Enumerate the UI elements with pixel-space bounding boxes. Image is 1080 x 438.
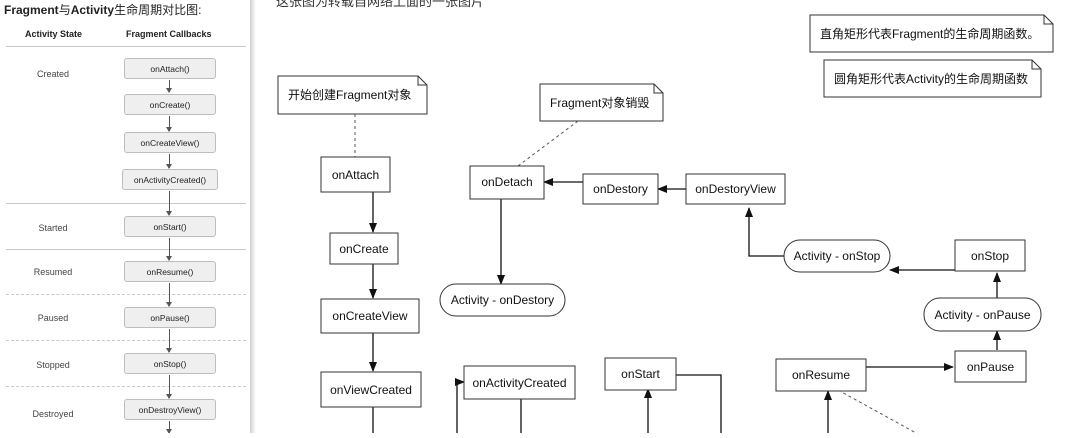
svg-text:onStart: onStart — [621, 367, 660, 381]
note-rect-legend-text: 直角矩形代表Fragment的生命周期函数。 — [820, 26, 1039, 41]
header-divider — [6, 46, 246, 47]
state-stopped: Stopped — [36, 360, 70, 370]
note-create-fragment: 开始创建Fragment对象 — [277, 75, 428, 115]
svg-text:onAttach: onAttach — [332, 168, 379, 182]
note-round-legend-text: 圆角矩形代表Activity的生命周期函数 — [834, 71, 1028, 86]
arrow-down-icon — [166, 116, 172, 132]
arrow-down-icon — [166, 283, 172, 307]
note-round-legend: 圆角矩形代表Activity的生命周期函数 — [823, 59, 1042, 98]
lifecycle-comparison-table: Fragment与Activity生命周期对比图: Activity State… — [0, 0, 250, 433]
node-activity-ondestory: Activity - onDestory — [439, 283, 566, 317]
svg-text:onCreate: onCreate — [339, 242, 389, 256]
node-onstart: onStart — [604, 357, 677, 391]
arrow-down-icon — [166, 421, 172, 433]
svg-text:onActivityCreated: onActivityCreated — [472, 376, 566, 390]
row-divider — [6, 386, 246, 387]
callback-onstop: onStop() — [124, 353, 216, 374]
node-onpause: onPause — [954, 350, 1027, 383]
state-destroyed: Destroyed — [32, 409, 74, 419]
svg-text:Activity - onDestory: Activity - onDestory — [451, 293, 554, 307]
column-header-activity-state: Activity State — [25, 29, 83, 39]
svg-text:onDestoryView: onDestoryView — [695, 182, 776, 196]
svg-text:Activity - onPause: Activity - onPause — [934, 308, 1030, 322]
note-connector — [837, 389, 917, 434]
row-divider — [6, 340, 246, 341]
callback-onpause: onPause() — [124, 307, 216, 328]
node-ondestoryview: onDestoryView — [685, 173, 786, 205]
node-onviewcreated: onViewCreated — [320, 371, 422, 408]
callback-onstart: onStart() — [124, 216, 216, 237]
callback-ondestroyview: onDestroyView() — [124, 399, 216, 420]
arrow-down-icon — [166, 80, 172, 93]
svg-text:Activity - onStop: Activity - onStop — [794, 249, 881, 263]
callback-onactivitycreated: onActivityCreated() — [122, 169, 218, 190]
callback-onattach: onAttach() — [124, 58, 216, 79]
arrow-down-icon — [166, 375, 172, 399]
note-destroy-fragment: Fragment对象销毁 — [539, 83, 664, 122]
state-created: Created — [36, 69, 70, 79]
node-ondetach: onDetach — [469, 165, 545, 200]
svg-text:onDestory: onDestory — [593, 182, 648, 196]
row-divider — [6, 249, 246, 250]
note-destroy-fragment-text: Fragment对象销毁 — [550, 95, 649, 110]
node-oncreateview: onCreateView — [320, 298, 420, 334]
callback-oncreateview: onCreateView() — [124, 132, 216, 153]
state-started: Started — [38, 223, 68, 233]
row-divider — [6, 294, 246, 295]
arrow-down-icon — [166, 191, 172, 216]
row-divider — [6, 203, 246, 204]
svg-text:onDetach: onDetach — [481, 175, 532, 189]
node-onactivitycreated: onActivityCreated — [463, 365, 576, 400]
node-activity-onpause: Activity - onPause — [923, 297, 1042, 332]
arrow-down-icon — [166, 154, 172, 169]
fragment-lifecycle-diagram: 这张图为转载自网络上面的一张图片 直角矩形代表Fragment的生命周期函数。 … — [256, 0, 1080, 434]
arrow-down-icon — [166, 329, 172, 353]
comparison-title: Fragment与Activity生命周期对比图: — [4, 3, 202, 17]
column-header-fragment-callbacks: Fragment Callbacks — [126, 29, 212, 39]
node-onstop: onStop — [954, 239, 1026, 272]
svg-text:onResume: onResume — [792, 368, 850, 382]
svg-text:onStop: onStop — [971, 249, 1009, 263]
flow-arrows — [369, 178, 1001, 433]
callback-oncreate: onCreate() — [124, 94, 216, 115]
node-activity-onstop: Activity - onStop — [783, 239, 891, 273]
clipped-caption: 这张图为转载自网络上面的一张图片 — [276, 0, 485, 9]
svg-text:onViewCreated: onViewCreated — [330, 383, 412, 397]
node-ondestory: onDestory — [582, 173, 659, 205]
node-onattach: onAttach — [320, 156, 391, 193]
svg-text:onCreateView: onCreateView — [332, 309, 407, 323]
note-connector — [517, 120, 579, 167]
panel-divider — [250, 0, 256, 433]
node-oncreate: onCreate — [329, 232, 399, 265]
state-resumed: Resumed — [33, 267, 73, 277]
svg-text:onPause: onPause — [967, 360, 1015, 374]
arrow-down-icon — [166, 238, 172, 261]
callback-onresume: onResume() — [124, 261, 216, 282]
note-create-fragment-text: 开始创建Fragment对象 — [288, 88, 411, 102]
note-rect-legend: 直角矩形代表Fragment的生命周期函数。 — [809, 14, 1054, 53]
state-paused: Paused — [37, 313, 69, 323]
node-onresume: onResume — [775, 358, 867, 392]
diagram-canvas: 直角矩形代表Fragment的生命周期函数。 圆角矩形代表Activity的生命… — [277, 14, 1054, 434]
